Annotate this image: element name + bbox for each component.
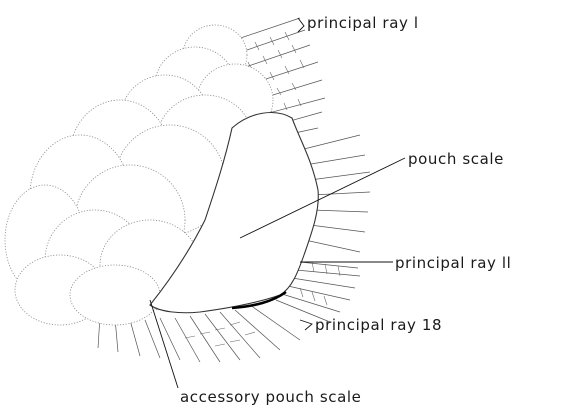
leader-principal-ray-18 <box>300 320 312 330</box>
leader-principal-ray-1 <box>298 18 304 32</box>
label-accessory-pouch-scale: accessory pouch scale <box>180 388 362 406</box>
label-pouch-scale: pouch scale <box>408 150 504 168</box>
label-principal-ray-1: principal ray l <box>307 14 419 32</box>
label-principal-ray-18: principal ray 18 <box>315 316 442 334</box>
label-principal-ray-11: principal ray ll <box>395 254 511 272</box>
